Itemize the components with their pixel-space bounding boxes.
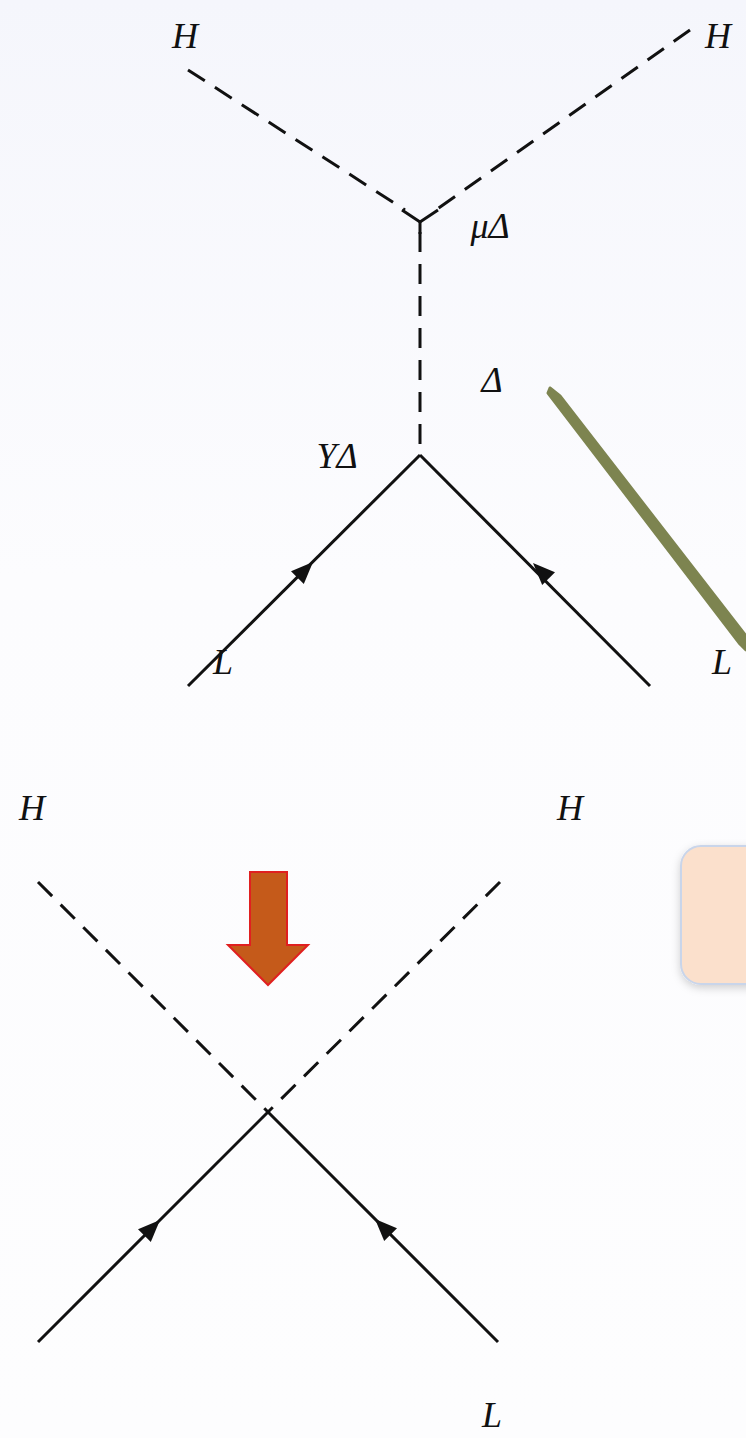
field-label: L xyxy=(211,643,235,681)
brush-stroke xyxy=(548,388,746,650)
fermion-lines xyxy=(38,455,650,1342)
field-label: H xyxy=(170,17,200,55)
field-label: H xyxy=(17,789,47,827)
coupling-label: YΔ xyxy=(314,437,359,475)
field-label: L xyxy=(480,1396,504,1434)
down-arrow xyxy=(228,872,308,985)
mediator-label: Δ xyxy=(479,361,504,399)
fermion-arrowheads xyxy=(138,562,555,1242)
field-label: H xyxy=(703,17,733,55)
coupling-label: μΔ xyxy=(468,207,511,245)
vertex-mark xyxy=(402,210,438,234)
field-label: H xyxy=(555,789,585,827)
field-label: L xyxy=(710,643,734,681)
callout-box xyxy=(681,846,746,984)
scalar-lines xyxy=(38,30,690,1112)
